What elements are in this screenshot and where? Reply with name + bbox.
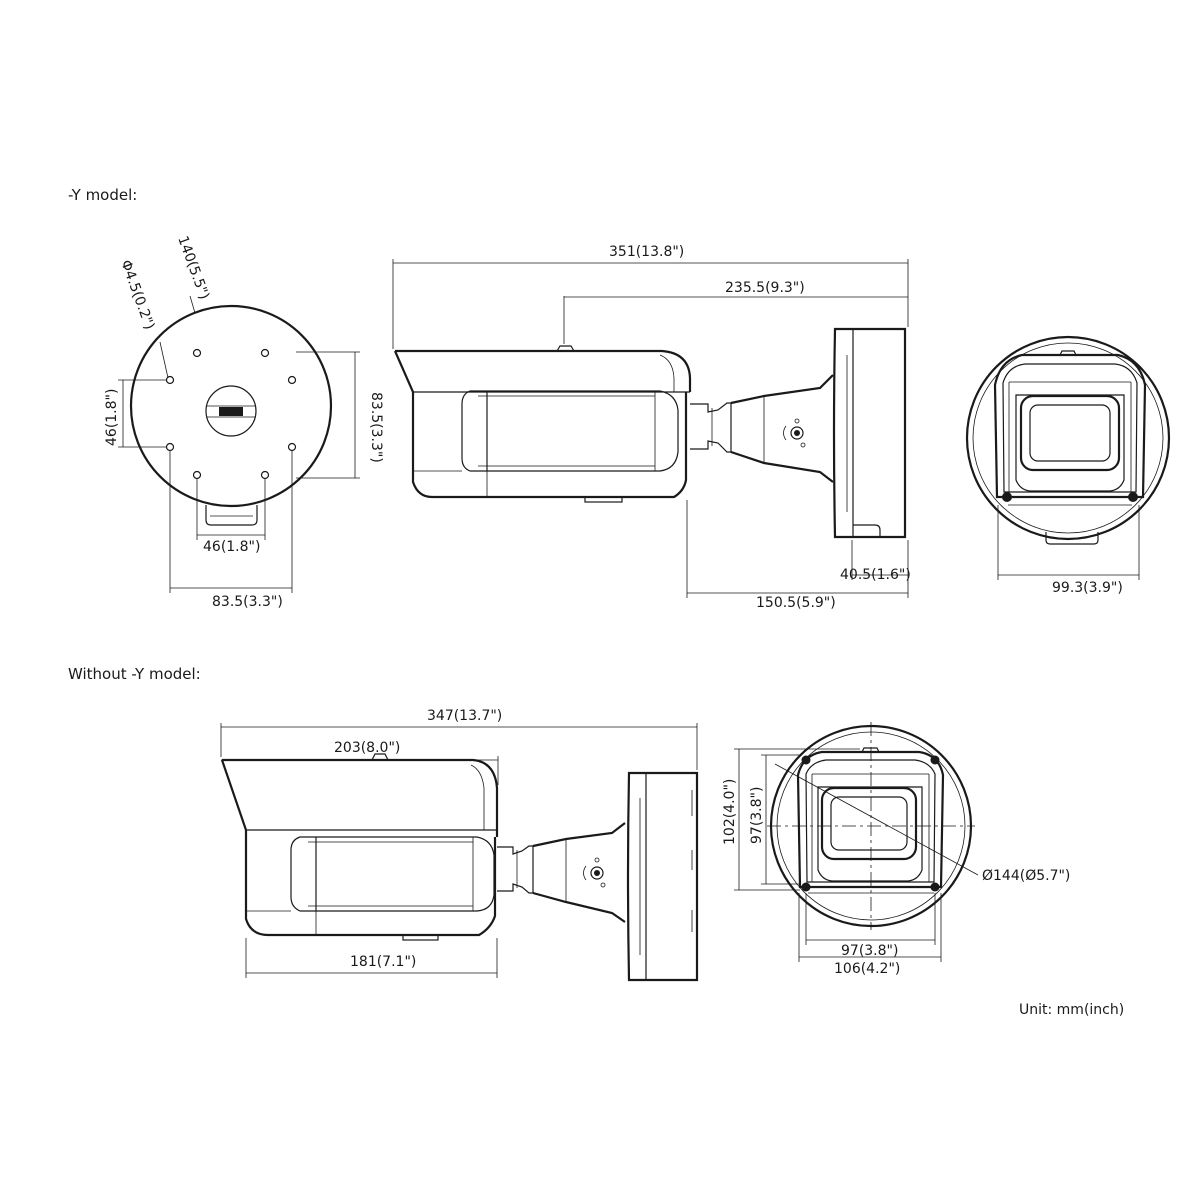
y-mount-hole-spacing-vertical-label: 46(1.8") <box>104 389 120 446</box>
no-y-side-bottom-length-label: 181(7.1") <box>350 954 416 970</box>
y-mount-height-label: 83.5(3.3") <box>368 392 384 463</box>
no-y-side-top-length-label: 203(8.0") <box>334 740 400 756</box>
no-y-front-diameter-label: Ø144(Ø5.7") <box>982 868 1070 884</box>
y-camera-front-view <box>965 335 1171 545</box>
without-y-model-section-label: Without -Y model: <box>68 665 201 683</box>
unit-note: Unit: mm(inch) <box>1019 1002 1124 1018</box>
no-y-front-outer-height-label: 102(4.0") <box>722 779 738 845</box>
y-side-total-length-label: 351(13.8") <box>609 244 684 260</box>
y-mount-hole-spacing-horizontal-label: 46(1.8") <box>203 539 260 555</box>
y-side-length-from-screw-label: 235.5(9.3") <box>725 280 805 296</box>
y-front-width-label: 99.3(3.9") <box>1052 580 1123 596</box>
y-mount-plate-dimensions <box>118 295 360 593</box>
y-side-arm-bracket-length-label: 150.5(5.9") <box>756 595 836 611</box>
y-model-section-label: -Y model: <box>68 186 137 204</box>
y-mount-plate-view <box>129 304 333 526</box>
no-y-front-outer-width-label: 106(4.2") <box>834 961 900 977</box>
no-y-side-total-length-label: 347(13.7") <box>427 708 502 724</box>
y-front-view-dimensions <box>997 505 1140 580</box>
y-mount-hole-diameter-label: Φ4.5(0.2") <box>117 258 157 332</box>
no-y-front-view-dimensions <box>734 748 979 962</box>
no-y-camera-front-view <box>767 722 975 930</box>
y-mount-width-label: 83.5(3.3") <box>212 594 283 610</box>
y-side-view-dimensions <box>392 259 909 598</box>
y-camera-side-view <box>393 327 907 539</box>
no-y-front-inner-width-label: 97(3.8") <box>841 943 898 959</box>
y-side-bracket-depth-label: 40.5(1.6") <box>840 567 911 583</box>
no-y-side-view-dimensions <box>220 723 698 978</box>
y-mount-bracket-diameter-label: 140(5.5") <box>174 234 212 302</box>
no-y-front-inner-height-label: 97(3.8") <box>749 787 765 844</box>
no-y-camera-side-view <box>220 753 699 982</box>
